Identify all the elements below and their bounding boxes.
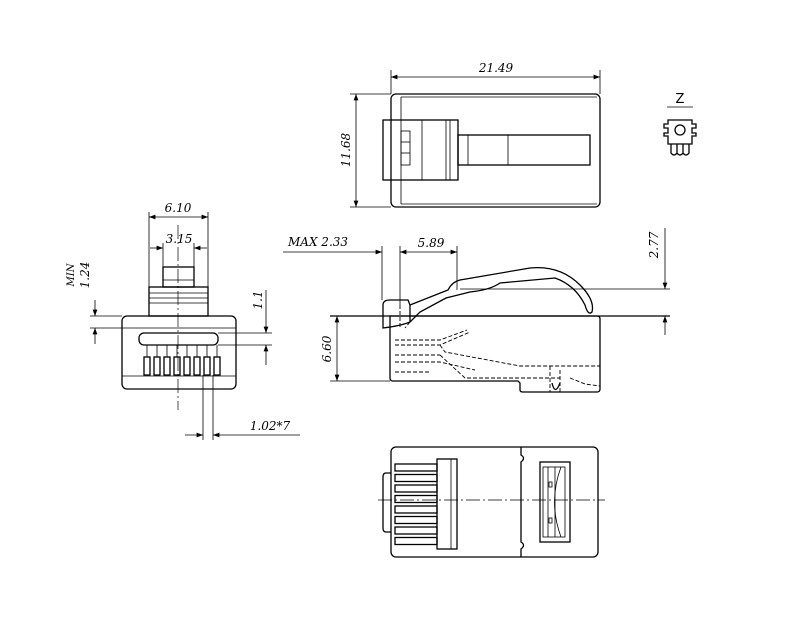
front-view: 6.10 3.15 MIN 1.24 1.1 1.02*7 (66, 201, 300, 440)
contact-pin (193, 356, 201, 376)
dim-latch-height: 2.77 (647, 231, 661, 259)
dim-max-label: MAX 2.33 (287, 235, 348, 249)
dim-height: 6.60 (320, 335, 334, 362)
contact-blade (394, 463, 438, 472)
side-view: MAX 2.33 5.89 6.60 2.77 (283, 228, 670, 393)
dim-min-label: MIN (66, 262, 77, 287)
contact-blade (394, 473, 438, 483)
contact-blade (394, 536, 438, 546)
contact-pin (213, 356, 221, 376)
dim-front-width: 6.10 (165, 201, 192, 215)
contact-pin (153, 356, 161, 376)
contact-blade (394, 494, 438, 504)
contact-blade (394, 515, 438, 525)
dim-latch-offset: 5.89 (418, 236, 445, 250)
dim-contact-offset: 1.1 (251, 290, 265, 309)
dim-width: 11.68 (339, 132, 353, 167)
contact-pin (163, 356, 171, 376)
view-label: Z (676, 92, 685, 107)
bottom-view (378, 446, 605, 558)
contact-pin (203, 356, 211, 376)
contact-pin (173, 356, 181, 376)
dim-pitch: 1.02*7 (250, 419, 291, 433)
contact-blade (394, 484, 438, 493)
dim-tab-width: 3.15 (166, 232, 193, 246)
top-view: 21.49 11.68 (339, 61, 601, 208)
contact-pin (183, 356, 191, 376)
contact-blade (394, 526, 438, 535)
contact-pin (143, 356, 151, 376)
contact-blade (394, 505, 438, 514)
dim-min-value: 1.24 (78, 262, 92, 289)
dim-length: 21.49 (478, 61, 514, 75)
view-z-symbol: Z (663, 92, 697, 156)
